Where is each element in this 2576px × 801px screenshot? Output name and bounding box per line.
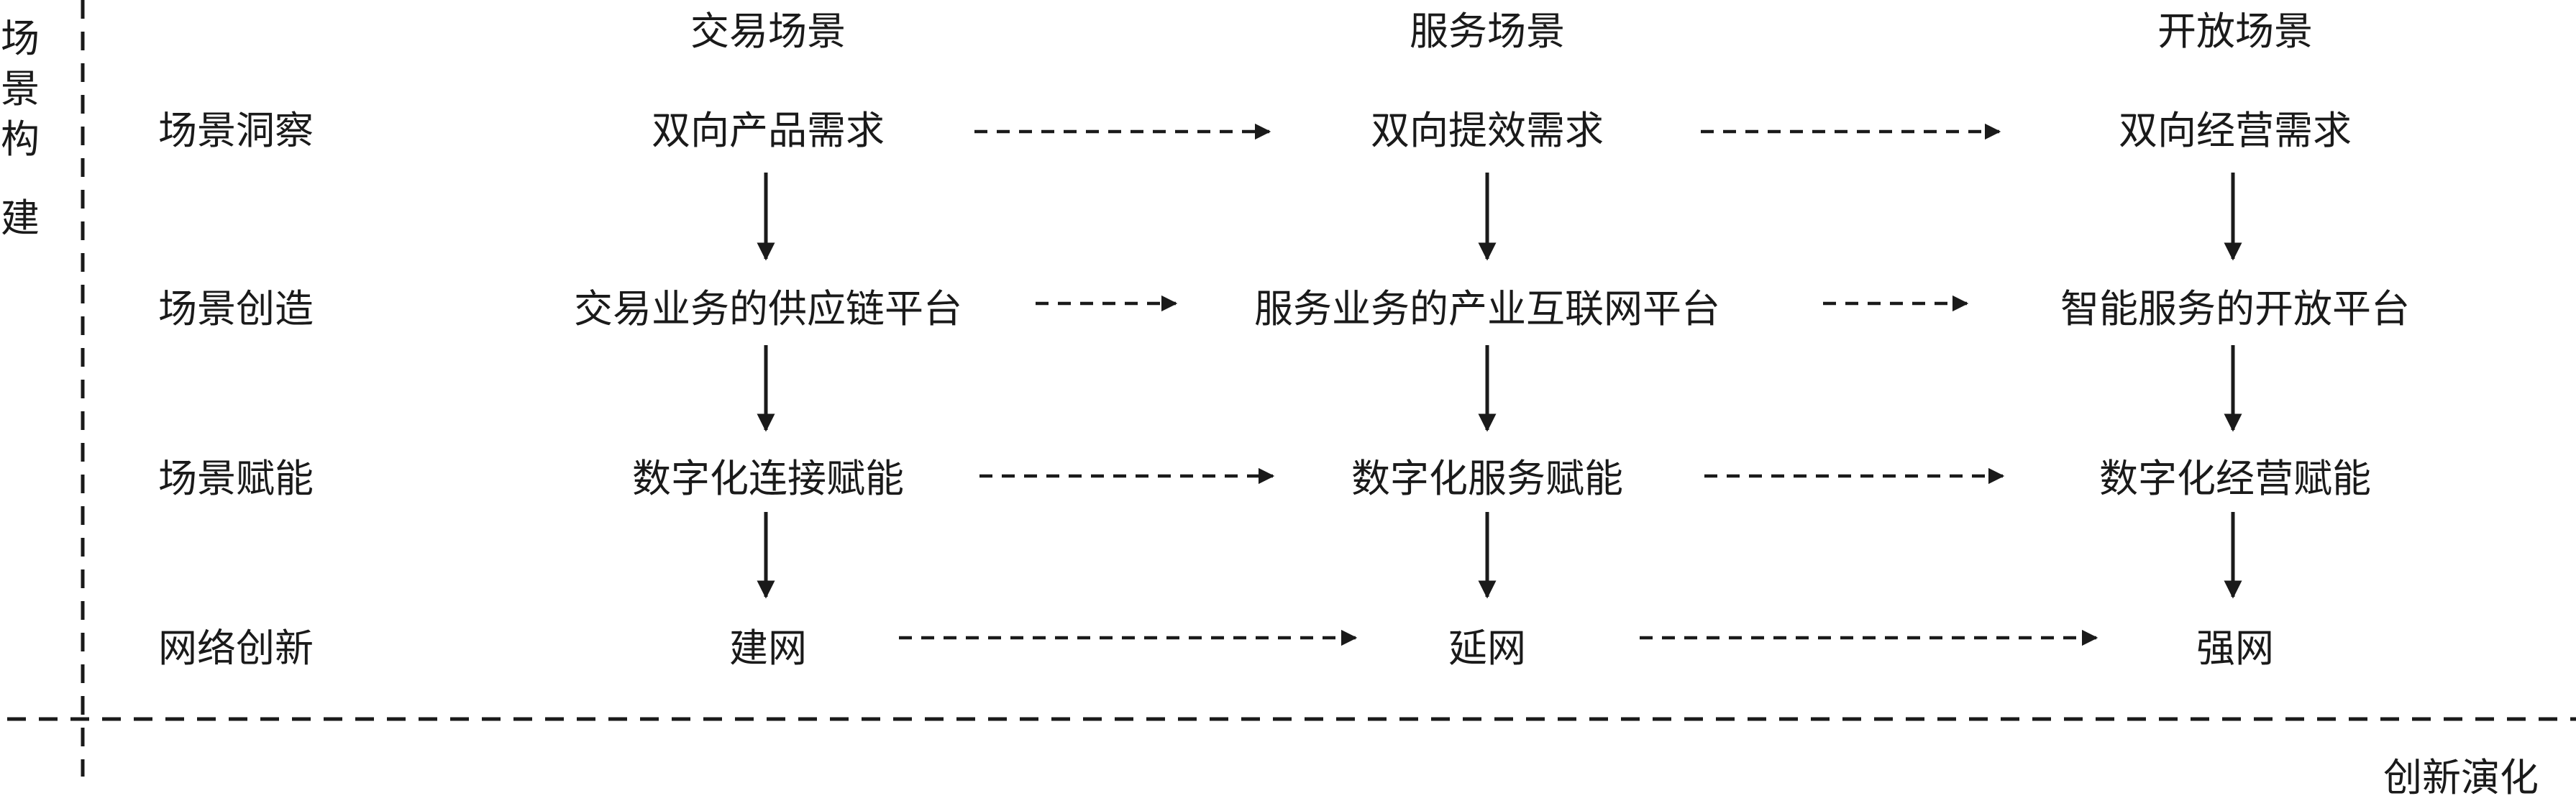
cell-text: 双向提效需求 <box>1371 108 1604 153</box>
cell-text: 双向产品需求 <box>652 108 885 153</box>
vertical-axis-char: 建 <box>1 196 40 241</box>
row-label: 场景洞察 <box>158 108 314 153</box>
cell-text: 双向经营需求 <box>2119 108 2352 153</box>
horizontal-axis-label: 创新演化 <box>2383 755 2539 800</box>
row-label: 网络创新 <box>158 626 314 671</box>
column-header: 交易场景 <box>690 9 846 54</box>
cell-text: 数字化服务赋能 <box>1351 456 1623 501</box>
cell-text: 交易业务的供应链平台 <box>574 286 962 331</box>
column-header: 开放场景 <box>2157 9 2313 54</box>
row-label: 场景创造 <box>158 286 314 331</box>
cell-text: 服务业务的产业互联网平台 <box>1254 286 1720 331</box>
row-label: 场景赋能 <box>158 456 314 501</box>
vertical-axis-char: 构 <box>1 116 40 162</box>
cell-text: 智能服务的开放平台 <box>2060 286 2410 331</box>
cell-text: 强网 <box>2196 626 2274 671</box>
cell-text: 数字化连接赋能 <box>632 456 904 501</box>
vertical-axis-char: 场 <box>1 16 40 61</box>
column-header: 服务场景 <box>1410 9 1565 54</box>
cell-text: 建网 <box>729 626 807 671</box>
cell-text: 数字化经营赋能 <box>2099 456 2371 501</box>
cell-text: 延网 <box>1448 626 1526 671</box>
vertical-axis-char: 景 <box>1 66 40 111</box>
